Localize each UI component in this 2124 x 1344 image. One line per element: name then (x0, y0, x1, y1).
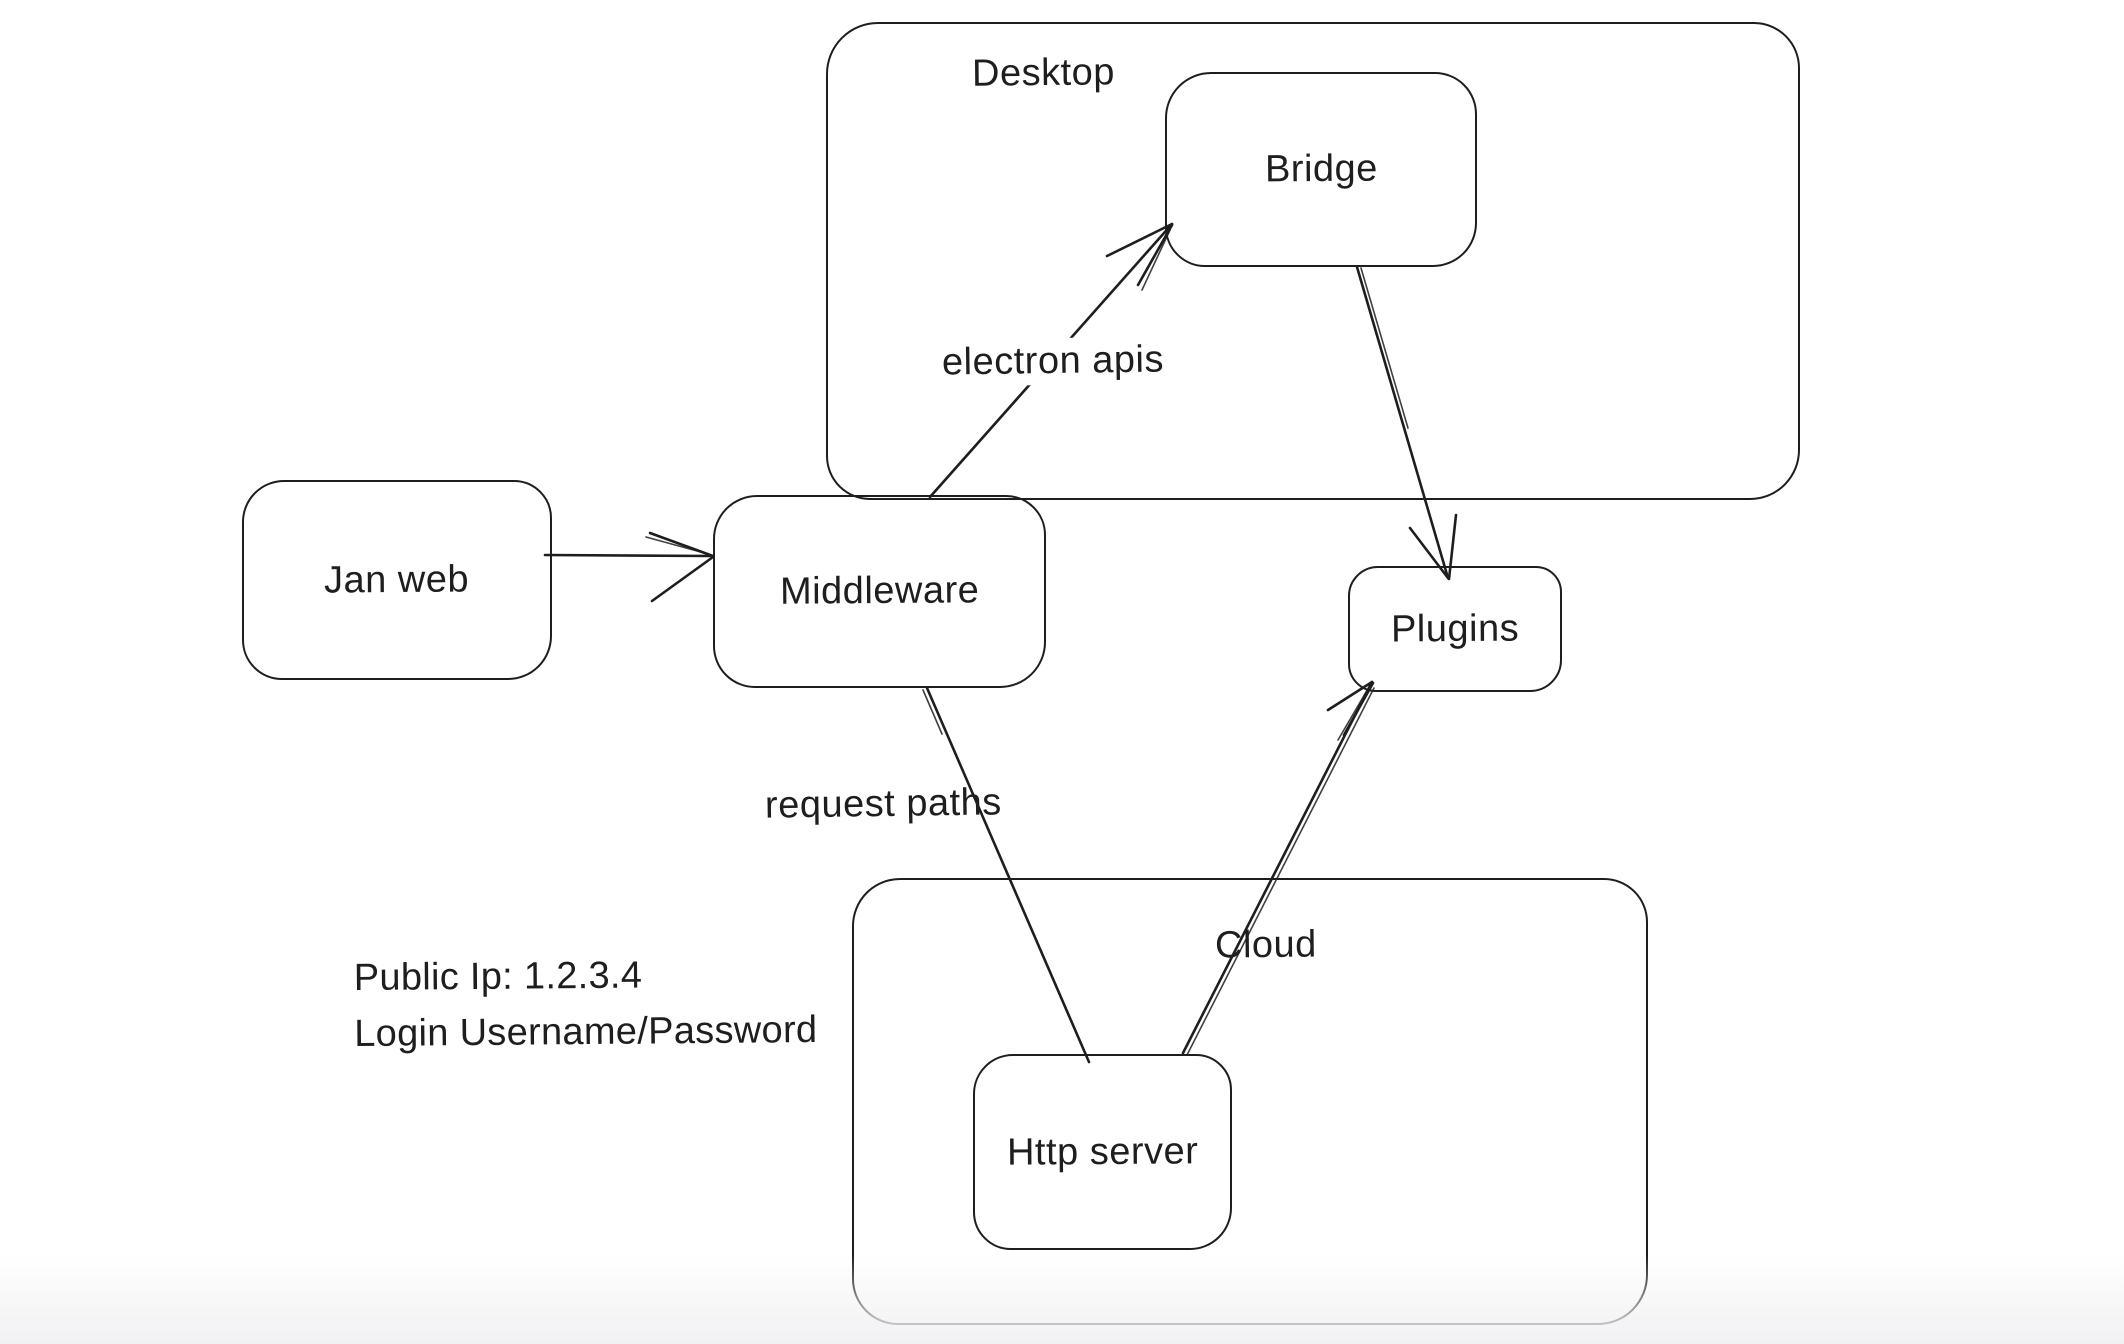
edge-line (925, 686, 1091, 1064)
arrowhead (1408, 526, 1450, 580)
arrowhead-echo (1337, 686, 1370, 741)
node-http-server[interactable]: Http server (973, 1054, 1232, 1250)
arrowhead (1105, 222, 1174, 258)
arrowhead-echo (1141, 229, 1171, 291)
edge-middleware-httpserver[interactable] (922, 686, 1091, 1064)
edge-line (543, 553, 713, 558)
credentials-note[interactable]: Public Ip: 1.2.3.4 Login Username/Passwo… (354, 946, 818, 1062)
arrowhead (1342, 681, 1375, 737)
node-http-server-label: Http server (1006, 1129, 1199, 1174)
node-bridge-label: Bridge (1264, 147, 1378, 191)
node-plugins-label: Plugins (1390, 607, 1520, 650)
node-middleware-label: Middleware (779, 569, 980, 613)
edge-line-echo (1186, 687, 1375, 1056)
edge-line (1355, 265, 1450, 580)
node-middleware[interactable]: Middleware (713, 495, 1046, 688)
node-plugins[interactable]: Plugins (1348, 566, 1562, 692)
credentials-note-line2: Login Username/Password (354, 1008, 818, 1056)
node-jan-web[interactable]: Jan web (242, 480, 552, 680)
edge-bridge-plugins[interactable] (1355, 265, 1458, 581)
edge-line-echo (922, 689, 943, 735)
edge-janweb-middleware[interactable] (543, 531, 715, 603)
edge-line-echo (1360, 267, 1409, 429)
edge-httpserver-plugins[interactable] (1181, 680, 1375, 1056)
node-bridge[interactable]: Bridge (1165, 72, 1477, 267)
edge-label-electron-apis[interactable]: electron apis (935, 336, 1171, 387)
edge-label-request-paths[interactable]: request paths (764, 781, 1003, 827)
credentials-note-line1: Public Ip: 1.2.3.4 (353, 954, 643, 1000)
edge-line (1181, 680, 1374, 1055)
arrowhead (1447, 513, 1458, 581)
arrowhead-echo (645, 536, 709, 555)
node-jan-web-label: Jan web (324, 557, 470, 602)
arrowhead (650, 555, 715, 603)
container-desktop[interactable] (826, 22, 1800, 500)
